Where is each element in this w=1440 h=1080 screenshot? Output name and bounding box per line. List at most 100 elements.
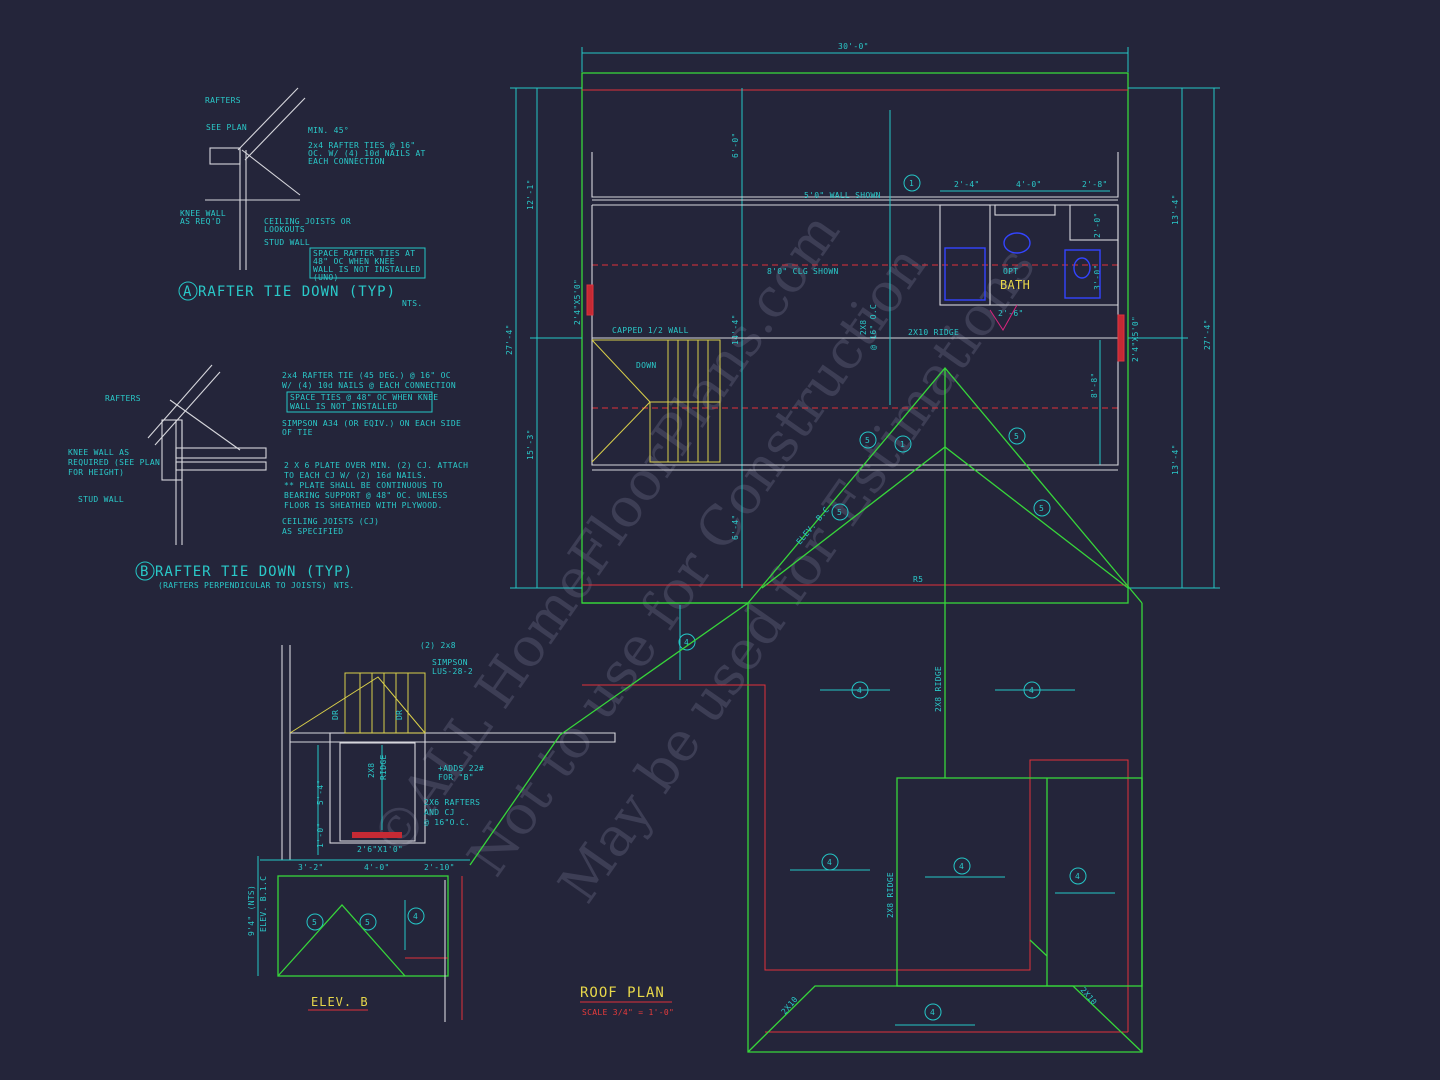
- roof-line: [469, 734, 561, 866]
- pitch-tag: 4: [1029, 686, 1034, 695]
- pitch-tag: 4: [959, 862, 964, 871]
- door-swing-icon: [989, 304, 1018, 331]
- rafter-line: [154, 371, 221, 446]
- detail-a-note: 2x4 RAFTER TIES @ 16": [308, 141, 415, 150]
- detail-b: RAFTERS 2x4 RAFTER TIE (45 DEG.) @ 16" O…: [68, 364, 468, 590]
- dormer-inner: [339, 742, 416, 842]
- bath-dim-5: 3'-0": [1093, 264, 1102, 290]
- pitch-tag: 5: [837, 508, 842, 517]
- pitch-tag-circle: [1069, 867, 1087, 885]
- detail-a-note-box: [309, 247, 426, 279]
- detail-a-title: RAFTER TIE DOWN (TYP): [198, 284, 396, 300]
- bath-wall: [940, 240, 1119, 306]
- elev-b-note: 2X8: [367, 763, 376, 778]
- pitch-tag-circle: [851, 681, 869, 699]
- pitch-tag: 4: [930, 1008, 935, 1017]
- detail-a-note: SEE PLAN: [206, 123, 247, 132]
- detail-b-note: FLOOR IS SHEATHED WITH PLYWOOD.: [284, 501, 443, 510]
- label-hip-a: 2X10: [780, 995, 800, 1016]
- bathtub-icon: [944, 247, 986, 301]
- elev-b-note: SIMPSON: [432, 658, 468, 667]
- detail-b-note: CEILING JOISTS (CJ): [282, 517, 379, 526]
- detail-b-note-box: [286, 391, 433, 413]
- pitch-tag-circle: [678, 633, 696, 651]
- roof-plan: 30'-0" 27'-4" 12'-1" 15'-3" 13'-4" 13'-4…: [505, 42, 1220, 1053]
- elev-b: (2) 2x8 SIMPSON LUS-28-2 2X8 RIDGE DR DR…: [247, 602, 749, 1022]
- valley-line: [1029, 939, 1048, 957]
- bath-dim-1: 2'-4": [954, 180, 980, 189]
- dim-right-2: 13'-4": [1171, 444, 1180, 475]
- rear-roof-box: [896, 777, 1143, 987]
- elev-b-frame: [277, 875, 449, 977]
- detail-b-note: TO EACH CJ W/ (2) 16d NAILS.: [284, 471, 427, 480]
- elev-b-dim: 4'-0": [364, 863, 390, 872]
- detail-b-note: 2x4 RAFTER TIE (45 DEG.) @ 16" OC: [282, 371, 451, 380]
- elev-b-tag-circle: [407, 907, 425, 925]
- elev-b-tag-circle: [359, 913, 377, 931]
- detail-b-subtitle: (RAFTERS PERPENDICULAR TO JOISTS): [158, 581, 327, 590]
- elev-b-note: ELEV. B.1.C: [259, 876, 268, 932]
- dim-overall-width: 30'-0": [838, 42, 869, 51]
- dim-left-2: 15'-3": [526, 429, 535, 460]
- label-down: DOWN: [636, 361, 656, 370]
- dormer-gable: [289, 676, 426, 734]
- lower-wall-line: [582, 684, 1129, 1032]
- elev-b-note: (2) 2x8: [420, 641, 456, 650]
- roof-line: [559, 602, 749, 736]
- roof-edge: [290, 732, 616, 743]
- bath-dim-3: 2'-8": [1082, 180, 1108, 189]
- note-tag: 1: [909, 179, 914, 188]
- rafter-line: [237, 87, 299, 151]
- detail-b-note: SPACE TIES @ 48" OC WHEN KNEE: [290, 393, 438, 402]
- pitch-tag-circle: [831, 503, 849, 521]
- rafter-line: [147, 364, 213, 439]
- label-hip-b: 2X10: [1078, 986, 1098, 1007]
- detail-a-note: 48" OC WHEN KNEE: [313, 257, 395, 266]
- rafter-line: [244, 97, 306, 161]
- label-joist: 2X8: [859, 320, 868, 335]
- elev-b-gable: [277, 904, 406, 977]
- detail-b-note: AS SPECIFIED: [282, 527, 343, 536]
- elev-b-note: DR: [395, 710, 404, 720]
- elev-b-tag: 5: [365, 918, 370, 927]
- detail-a-note: AS REQ'D: [180, 217, 221, 226]
- pitch-tag: 5: [865, 436, 870, 445]
- window-right: [1117, 314, 1125, 362]
- elev-b-note: DR: [331, 710, 340, 720]
- elev-b-note: 5'-4": [316, 779, 325, 805]
- detail-b-note: BEARING SUPPORT @ 48" OC. UNLESS: [284, 491, 448, 500]
- detail-a-marker-circle: [178, 281, 198, 301]
- detail-b-note: W/ (4) 10d NAILS @ EACH CONNECTION: [282, 381, 456, 390]
- bath-wall: [1069, 204, 1119, 241]
- bath-dim-2: 4'-0": [1016, 180, 1042, 189]
- elev-b-tag: 5: [312, 918, 317, 927]
- detail-b-note: RAFTERS: [105, 394, 141, 403]
- elev-b-note: 2X6 RAFTERS: [424, 798, 480, 807]
- pitch-tag: 4: [827, 858, 832, 867]
- elev-b-note: FOR "B": [438, 773, 474, 782]
- detail-b-note: OF TIE: [282, 428, 313, 437]
- sink-icon: [1073, 257, 1091, 279]
- elev-b-note: RIDGE: [379, 754, 388, 780]
- pitch-tag-circle: [821, 853, 839, 871]
- detail-a-nts: NTS.: [402, 299, 422, 308]
- label-bath: BATH: [1000, 278, 1030, 292]
- detail-a-note: KNEE WALL: [180, 209, 226, 218]
- detail-b-note: SIMPSON A34 (OR EQIV.) ON EACH SIDE: [282, 419, 461, 428]
- detail-a-note: SPACE RAFTER TIES AT: [313, 249, 415, 258]
- dim-inner-3: 6'-4": [731, 514, 740, 540]
- elev-b-title: ELEV. B: [311, 995, 369, 1009]
- detail-a-note: RAFTERS: [205, 96, 241, 105]
- pitch-tag-circle: [1033, 499, 1051, 517]
- detail-b-note: FOR HEIGHT): [68, 468, 124, 477]
- label-wall-shown: 5'0" WALL SHOWN: [804, 191, 881, 200]
- window-left: [586, 284, 594, 316]
- bath-wall: [994, 204, 1056, 216]
- roof-plan-title: ROOF PLAN: [580, 985, 665, 1001]
- pitch-tag: 4: [1075, 872, 1080, 881]
- stair-diag: [591, 339, 651, 403]
- dim-left-1: 12'-1": [526, 179, 535, 210]
- dormer-window: [352, 832, 402, 838]
- detail-a-marker: A: [183, 284, 192, 300]
